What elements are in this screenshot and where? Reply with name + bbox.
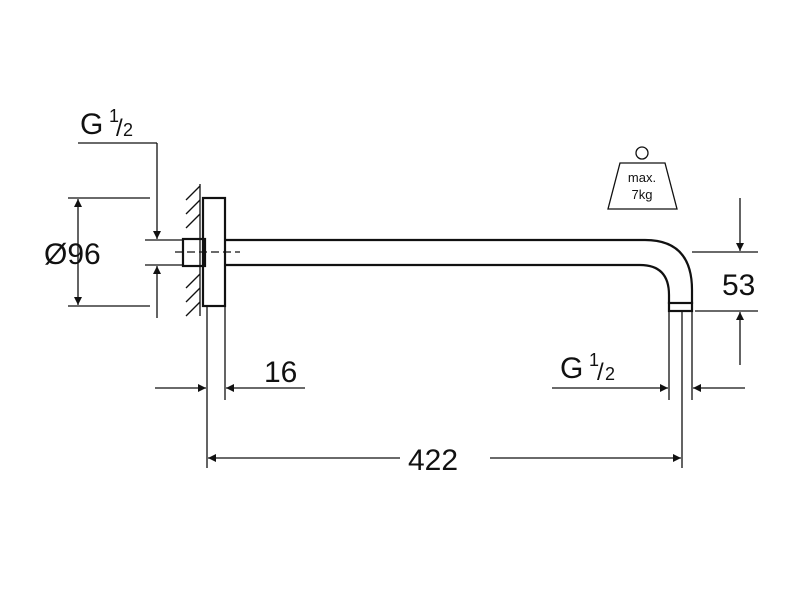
flange-depth-label: 16	[264, 356, 297, 389]
outlet-thread-label: G 1 / 2	[560, 350, 615, 386]
top-thread-label: G 1 / 2	[80, 106, 133, 142]
outlet-nut	[667, 301, 694, 313]
svg-text:7kg: 7kg	[632, 187, 653, 202]
extension-lines	[68, 142, 758, 468]
shower-arm	[225, 238, 694, 304]
svg-text:1: 1	[109, 106, 119, 126]
svg-text:/: /	[597, 359, 604, 386]
svg-text:max.: max.	[628, 170, 656, 185]
svg-text:2: 2	[123, 120, 133, 140]
dimension-arrows	[74, 143, 745, 462]
svg-text:1: 1	[589, 350, 599, 370]
shower-arm-inner	[225, 263, 671, 304]
svg-text:G: G	[560, 352, 583, 385]
svg-text:G: G	[80, 108, 103, 141]
diameter-label: Ø96	[44, 238, 101, 271]
wall-hatching	[185, 184, 201, 317]
length-label: 422	[408, 444, 458, 477]
drop-height-label: 53	[722, 269, 755, 302]
svg-text:2: 2	[605, 364, 615, 384]
max-load-weight-icon: max. 7kg	[607, 146, 678, 210]
svg-text:/: /	[116, 115, 123, 142]
